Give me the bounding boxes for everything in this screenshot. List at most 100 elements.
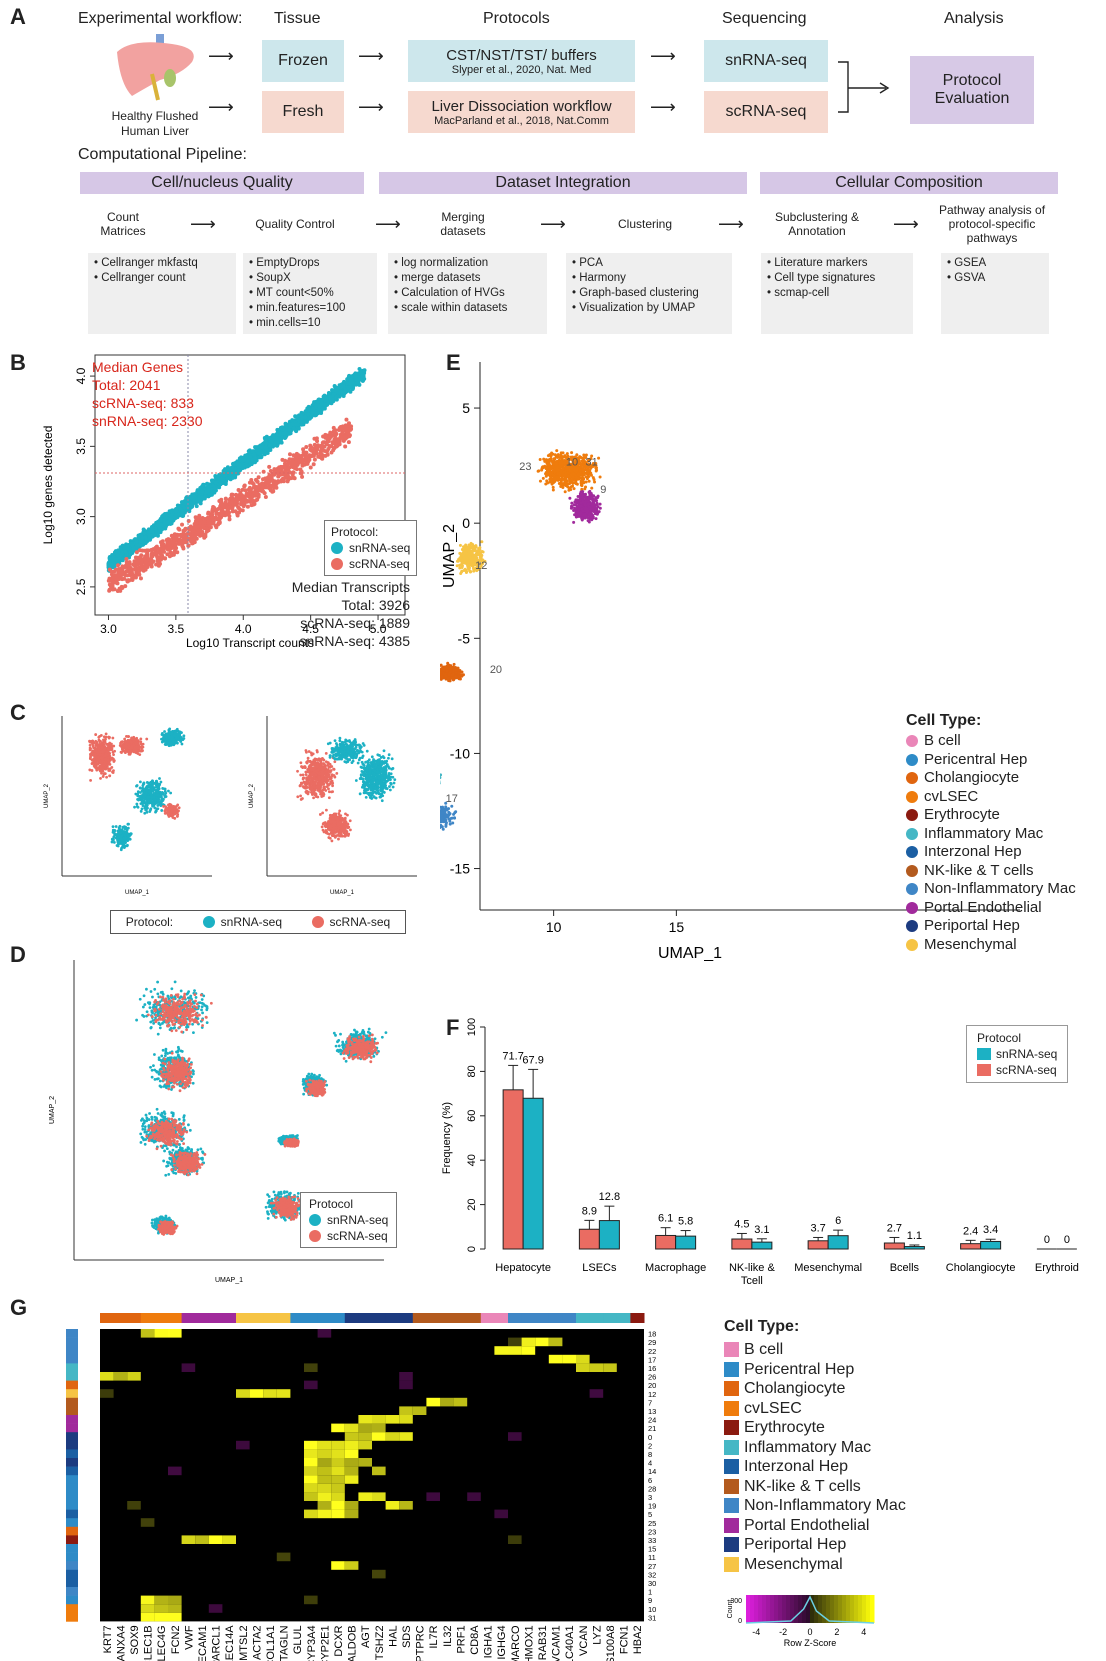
legend-label: Cholangiocyte — [744, 1379, 845, 1399]
sn-point — [292, 426, 296, 430]
arrow-icon: ⟶ — [650, 97, 676, 118]
sc-point — [272, 482, 276, 486]
sc-point — [312, 462, 316, 466]
heatmap-cell — [331, 1484, 345, 1493]
sc-point — [297, 455, 301, 459]
gene-label: ALDOB — [347, 1625, 359, 1661]
workflow-title: Experimental workflow: — [78, 10, 243, 28]
data-label: 1.1 — [907, 1230, 922, 1242]
sc-point — [344, 418, 348, 422]
heatmap-cell — [522, 1346, 536, 1355]
sn-point — [161, 513, 165, 517]
legend-item: Erythrocyte — [724, 1418, 906, 1438]
legend-label: scRNA-seq — [327, 1228, 388, 1244]
step-item: • MT count<50% — [249, 286, 371, 301]
heatmap-cell — [358, 1432, 372, 1441]
color-key-cell — [798, 1595, 803, 1623]
sc-point — [246, 505, 250, 509]
sc-point — [343, 444, 347, 448]
row-annotation — [66, 1578, 78, 1587]
column-annotation — [358, 1313, 372, 1323]
seq-sn-box: snRNA-seq — [704, 40, 828, 82]
sc-point — [336, 439, 340, 443]
legend-swatch — [724, 1537, 739, 1552]
arrow-icon: ⟶ — [208, 46, 234, 67]
sc-point — [168, 554, 172, 558]
sc-point — [323, 440, 327, 444]
median-transcripts-line: snRNA-seq: 4385 — [240, 632, 410, 650]
step-item: • EmptyDrops — [249, 256, 371, 271]
category-label: Hepatocyte — [495, 1262, 551, 1274]
legend-swatch — [724, 1459, 739, 1474]
heatmap-cell — [182, 1535, 196, 1544]
analysis-label: Protocol Evaluation — [910, 72, 1034, 108]
sc-point — [211, 505, 215, 509]
legend-swatch — [906, 809, 918, 821]
panel-c-label: C — [10, 700, 26, 726]
sn-point — [238, 458, 242, 462]
sn-point — [188, 501, 192, 505]
legend-label: Erythrocyte — [744, 1418, 825, 1438]
data-label: 2.7 — [887, 1222, 902, 1234]
color-key-cell — [770, 1595, 775, 1623]
sc-point — [201, 521, 205, 525]
heatmap-cell — [304, 1484, 318, 1493]
sc-point — [195, 521, 199, 525]
sn-point — [246, 464, 250, 468]
count-tick-label: 0 — [738, 1618, 742, 1625]
sn-point — [158, 522, 162, 526]
row-annotation — [66, 1329, 78, 1338]
sc-point — [161, 556, 165, 560]
sc-point — [135, 550, 139, 554]
y-tick-label: 80 — [466, 1065, 478, 1077]
sc-point — [313, 458, 317, 462]
sc-point — [168, 550, 172, 554]
sc-point — [338, 426, 342, 430]
color-key-cell — [794, 1595, 799, 1623]
legend-item: B cell — [724, 1340, 906, 1360]
legend-label: scRNA-seq — [330, 913, 391, 932]
arrow-icon: ⟶ — [540, 214, 566, 235]
data-label: 3.1 — [754, 1224, 769, 1236]
color-key-cell — [838, 1595, 843, 1623]
bar — [732, 1239, 752, 1249]
sc-point — [207, 520, 211, 524]
sc-point — [187, 519, 191, 523]
heatmap-cell — [467, 1492, 481, 1501]
panel-c-legend: Protocol: snRNA-seq scRNA-seq — [110, 910, 406, 934]
heatmap-cell — [399, 1381, 413, 1390]
sc-point — [338, 436, 342, 440]
sc-point — [189, 524, 193, 528]
legend-item: Pericentral Hep — [906, 751, 1076, 770]
sn-cluster — [160, 727, 185, 747]
heatmap-cell — [494, 1346, 508, 1355]
column-annotation — [386, 1313, 400, 1323]
legend-swatch — [312, 916, 324, 928]
gene-label: CYP3A4 — [306, 1625, 318, 1661]
sc-point — [301, 447, 305, 451]
y-tick-label: 4.0 — [74, 367, 88, 384]
sc-point — [183, 528, 187, 532]
sn-point — [144, 535, 148, 539]
arrow-icon: ⟶ — [208, 97, 234, 118]
heatmap-cell — [304, 1449, 318, 1458]
color-key-cell — [750, 1595, 755, 1623]
heatmap-cell — [345, 1449, 359, 1458]
sn-point — [257, 451, 261, 455]
step-item: • Literature markers — [767, 256, 907, 271]
sc-point — [220, 513, 224, 517]
sc-point — [308, 448, 312, 452]
col-sequencing: Sequencing — [722, 10, 807, 28]
sc-point — [321, 435, 325, 439]
sn-point — [135, 540, 139, 544]
step-label: Clustering — [600, 217, 690, 231]
sc-point — [180, 534, 184, 538]
protocol-fresh-box: Liver Dissociation workflow MacParland e… — [408, 91, 635, 133]
legend-swatch — [906, 920, 918, 932]
color-key-cell — [758, 1595, 763, 1623]
legend-item: Cholangiocyte — [906, 769, 1076, 788]
sn-point — [242, 464, 246, 468]
sc-point — [154, 546, 158, 550]
cluster-label: 9 — [600, 484, 606, 496]
